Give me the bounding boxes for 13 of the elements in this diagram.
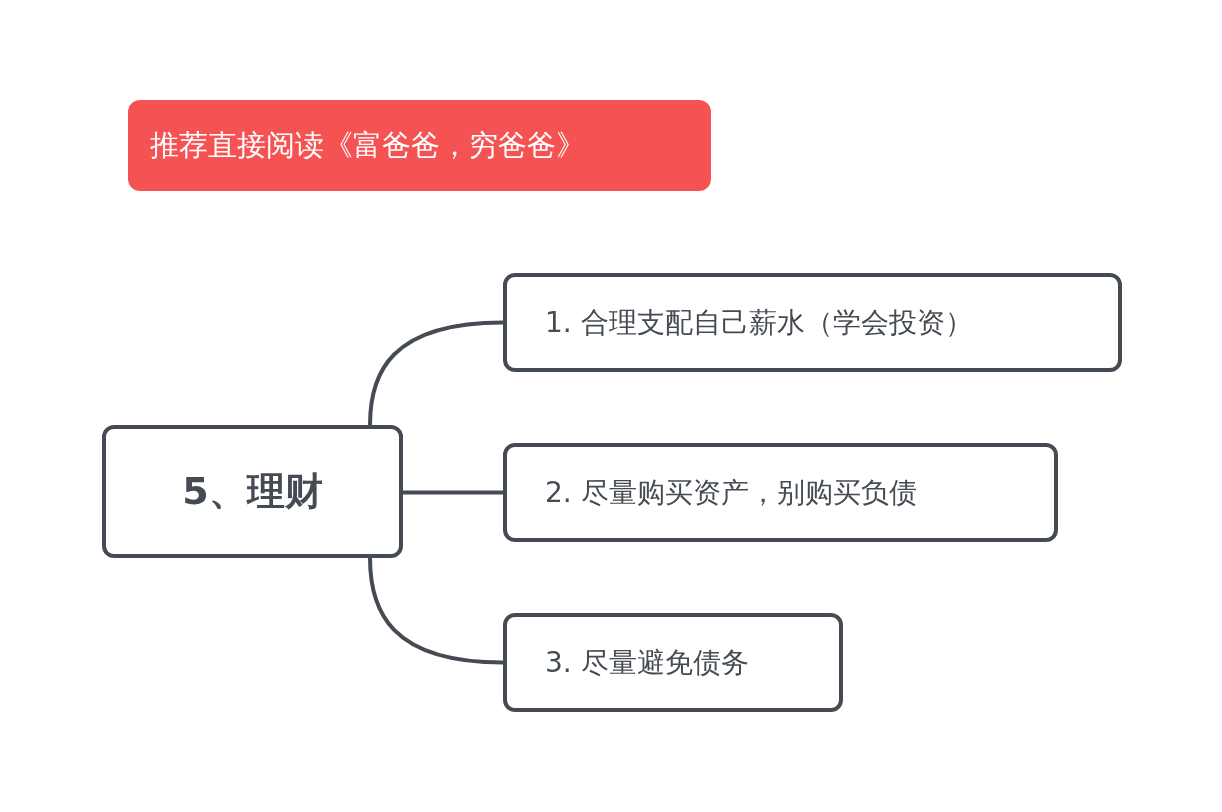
subtopic-box (503, 613, 843, 712)
connector-line (368, 320, 504, 426)
node-label: 1. 合理支配自己薪水（学会投资） (545, 304, 973, 341)
connector-line (368, 557, 504, 665)
node-label: 5、理财 (182, 468, 323, 515)
node-label: 3. 尽量避免债务 (545, 644, 749, 681)
note-banner (128, 100, 711, 191)
connector-line (403, 490, 503, 495)
root-topic-box (102, 425, 403, 558)
subtopic-box (503, 443, 1058, 542)
subtopic-box (503, 273, 1122, 372)
node-label: 2. 尽量购买资产，别购买负债 (545, 474, 917, 511)
node-label: 推荐直接阅读《富爸爸，穷爸爸》 (150, 126, 585, 164)
